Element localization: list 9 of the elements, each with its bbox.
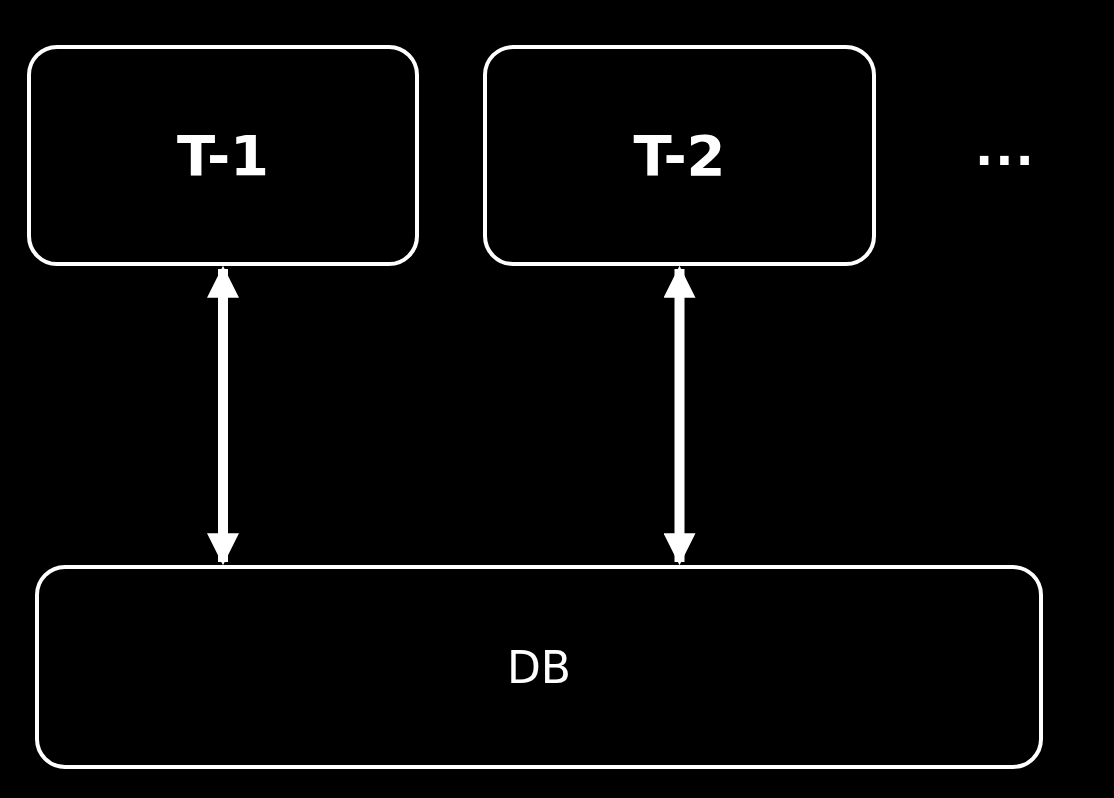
double-arrow — [207, 265, 239, 566]
box-label: T-2 — [633, 123, 726, 188]
double-arrow — [663, 265, 696, 566]
box-label: T-1 — [176, 123, 270, 188]
rounded-box — [483, 45, 876, 266]
box-label: DB — [506, 641, 572, 693]
ellipsis-label: ... — [975, 120, 1036, 176]
rounded-box — [35, 565, 1043, 769]
rounded-box — [27, 45, 419, 266]
